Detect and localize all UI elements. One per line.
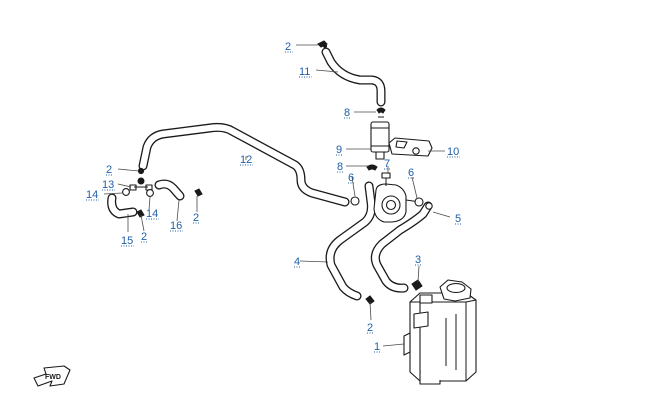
callout-number: 10 [447,146,459,158]
hose-15[interactable] [107,193,138,219]
callout-2-left-bottom: 2 [141,231,148,243]
canister-1[interactable] [403,279,477,385]
hose-4[interactable] [325,181,376,301]
callout-8-top: 8 [344,107,351,119]
callout-14-right: 14 [146,208,159,220]
clamp-14[interactable] [122,188,154,197]
callout-9: 9 [336,144,343,156]
hose-16[interactable] [154,179,185,201]
clamp-6[interactable] [350,196,433,210]
callout-number: 11 [299,66,310,78]
callout-13: 13 [102,179,115,191]
callout-6-left: 6 [348,172,355,184]
callout-2-top: 2 [285,41,293,53]
callout-6-right: 6 [408,167,415,179]
clamp-3[interactable] [411,279,423,291]
hose-11[interactable] [321,47,386,107]
hose-5[interactable] [370,201,433,293]
callout-2-canister: 2 [367,322,374,334]
purge-valve-7[interactable] [373,172,421,223]
callout-number: 8 [344,107,350,119]
callout-number: 13 [102,179,114,191]
callout-number: 6 [408,167,414,179]
callout-8-lower: 8 [337,161,344,173]
callout-number: 9 [336,144,342,156]
callout-number: 2 [193,212,199,224]
callout-1: 1 [374,341,381,353]
callout-number: 2 [106,164,112,176]
callout-12: 12 [240,154,253,166]
clamp-8-lower[interactable] [366,164,378,171]
callout-2-right-small: 2 [193,212,200,224]
hose-12[interactable] [138,122,350,207]
callout-4: 4 [294,256,301,268]
clamp-top-2[interactable] [317,40,328,49]
callout-number: 4 [294,256,300,268]
callout-number: 5 [455,213,461,225]
clamp-8-top[interactable] [376,107,386,114]
fuel-filter-9[interactable] [370,116,390,160]
callout-number: 2 [367,322,373,334]
callout-number: 6 [348,172,354,184]
callout-number: 7 [384,158,390,170]
callout-number: 3 [415,254,421,266]
bracket-10[interactable] [388,137,433,157]
callout-16: 16 [170,220,183,232]
callout-number: 8 [337,161,343,173]
callout-15: 15 [121,235,134,247]
callout-7: 7 [384,158,391,170]
callout-14-left: 14 [86,189,99,201]
fitting-13[interactable] [129,177,153,191]
callout-number: 12 [240,154,252,166]
callout-number: 2 [141,231,147,243]
callout-number: 15 [121,235,133,247]
callout-number: 1 [374,341,380,353]
callout-number: 14 [146,208,158,220]
callout-3: 3 [415,254,422,266]
leader-lines [103,44,451,347]
clamp-2-left[interactable] [136,167,203,218]
callout-number: 14 [86,189,98,201]
callout-number: 16 [170,220,182,232]
fwd-arrow-icon: FWD [33,365,71,387]
fwd-label: FWD [45,374,61,381]
callout-2-left-top: 2 [106,164,113,176]
callout-11: 11 [299,66,312,78]
callout-number: 2 [285,41,291,53]
clamp-2-lower[interactable] [365,295,375,305]
callout-5: 5 [455,213,462,225]
callout-10: 10 [447,146,460,158]
